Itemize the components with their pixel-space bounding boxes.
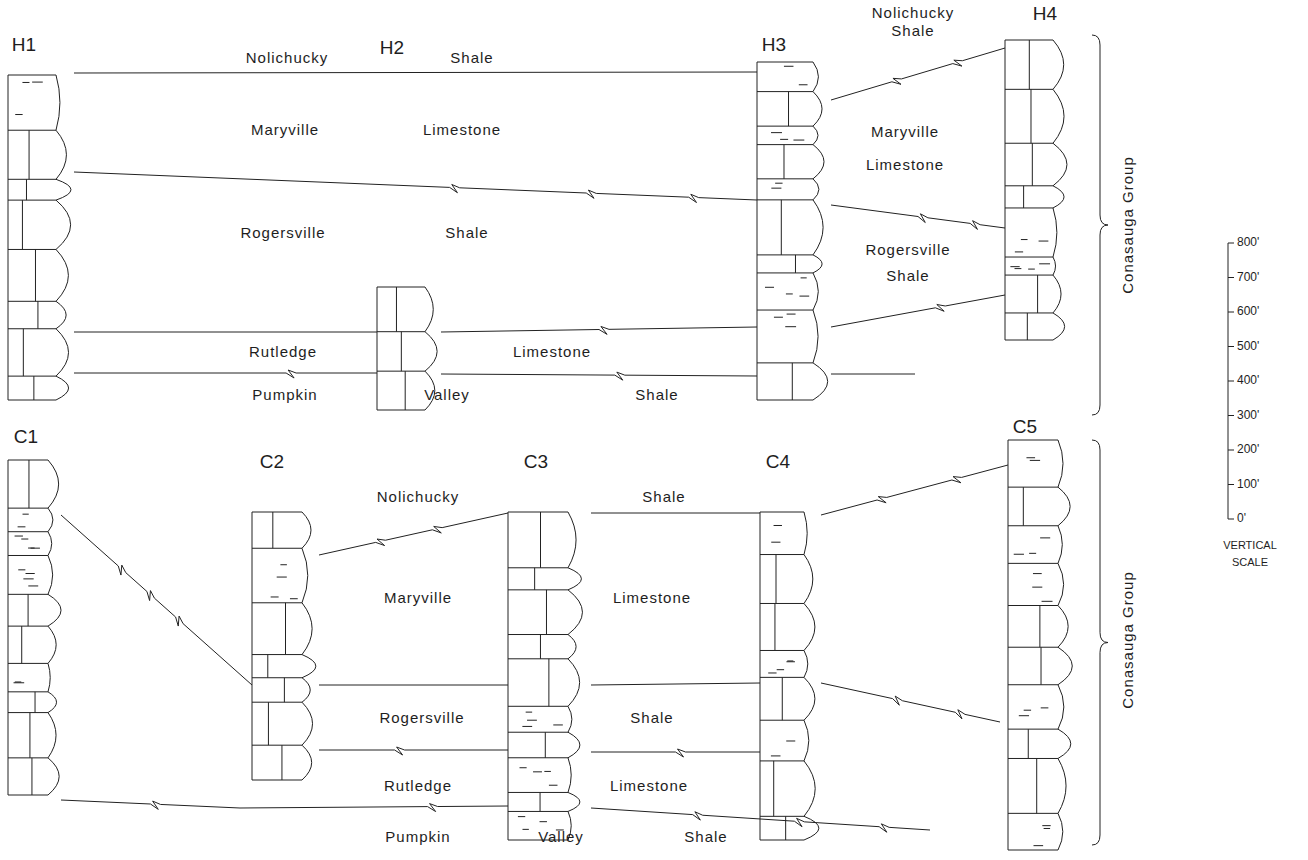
scale-value: 600' [1237,305,1259,319]
scale-value: 200' [1237,443,1259,457]
rock-column [757,62,828,400]
formation-label: Rutledge [384,777,452,794]
scale-value: 800' [1237,236,1259,250]
formation-label: Shale [450,49,493,66]
scale-value: 400' [1237,374,1259,388]
vertical-scale [1228,243,1234,519]
correlation-line [319,513,508,555]
scale-value: 300' [1237,409,1259,423]
correlation-lines [61,48,1008,832]
formation-label: Shale [630,709,673,726]
group-label: Conasauga Group [1119,571,1136,709]
correlation-line [319,747,508,755]
correlation-line [591,749,760,757]
rock-column [252,512,316,780]
rock-column [760,512,819,840]
formation-label: Limestone [610,777,688,794]
correlation-line [831,295,1005,327]
correlation-line [821,683,1000,722]
formation-label: Limestone [513,343,591,360]
correlation-line [831,374,915,375]
correlation-line [591,808,930,832]
correlation-line [240,804,508,812]
rock-column [1005,40,1067,340]
scale-value: 500' [1237,340,1259,354]
group-label: Conasauga Group [1119,156,1136,294]
correlation-line [441,326,757,334]
formation-label: Pumpkin [252,386,317,403]
formation-label: Shale [445,224,488,241]
correlation-line [591,683,760,685]
correlation-line [831,205,1005,229]
correlation-line [74,172,757,203]
correlation-line [74,370,377,378]
group-bracket [1092,440,1108,845]
rock-column [8,75,71,400]
formation-label: Valley [424,386,470,403]
formation-label: Rogersville Shale [853,237,963,290]
scale-value: 100' [1237,478,1259,492]
formation-label: Nolichucky [246,49,329,66]
formation-label: Rutledge [249,343,317,360]
formation-label: Limestone [613,589,691,606]
formation-label: Maryville [251,121,319,138]
formation-label: Limestone [423,121,501,138]
column-label: H2 [380,37,404,59]
formation-label: Rogersville [379,709,464,726]
scale-value: 700' [1237,271,1259,285]
correlation-line [61,800,240,809]
column-label: C3 [524,451,548,473]
formation-label: Maryville Limestone [855,115,955,181]
scale-value: 0' [1237,512,1246,526]
formation-label: Maryville [384,589,452,606]
rock-column [508,512,582,840]
formation-label: Pumpkin [385,828,450,845]
correlation-line [441,372,757,380]
correlation-line [591,513,760,514]
column-label: C4 [766,451,790,473]
formation-label: Valley [538,828,584,845]
rock-column [1008,440,1072,850]
correlation-line [831,48,1005,100]
correlation-line [821,465,1008,515]
scale-title: VERTICAL SCALE [1210,537,1290,570]
formation-label: Shale [684,828,727,845]
formation-label: Nolichucky [377,488,460,505]
formation-label: Shale [635,386,678,403]
column-label: H3 [762,34,786,56]
column-label: C5 [1013,416,1037,438]
correlation-line [319,685,508,686]
formation-label: Shale [642,488,685,505]
column-label: H4 [1033,3,1057,25]
correlation-line [61,515,252,685]
group-bracket [1092,35,1108,415]
correlation-line [74,332,377,333]
correlation-line [74,72,757,73]
column-label: C1 [14,426,38,448]
columns [8,40,1072,850]
column-label: H1 [12,34,36,56]
column-label: C2 [260,451,284,473]
rock-column [8,460,61,795]
formation-label: Nolichucky Shale [863,4,963,40]
formation-label: Rogersville [240,224,325,241]
